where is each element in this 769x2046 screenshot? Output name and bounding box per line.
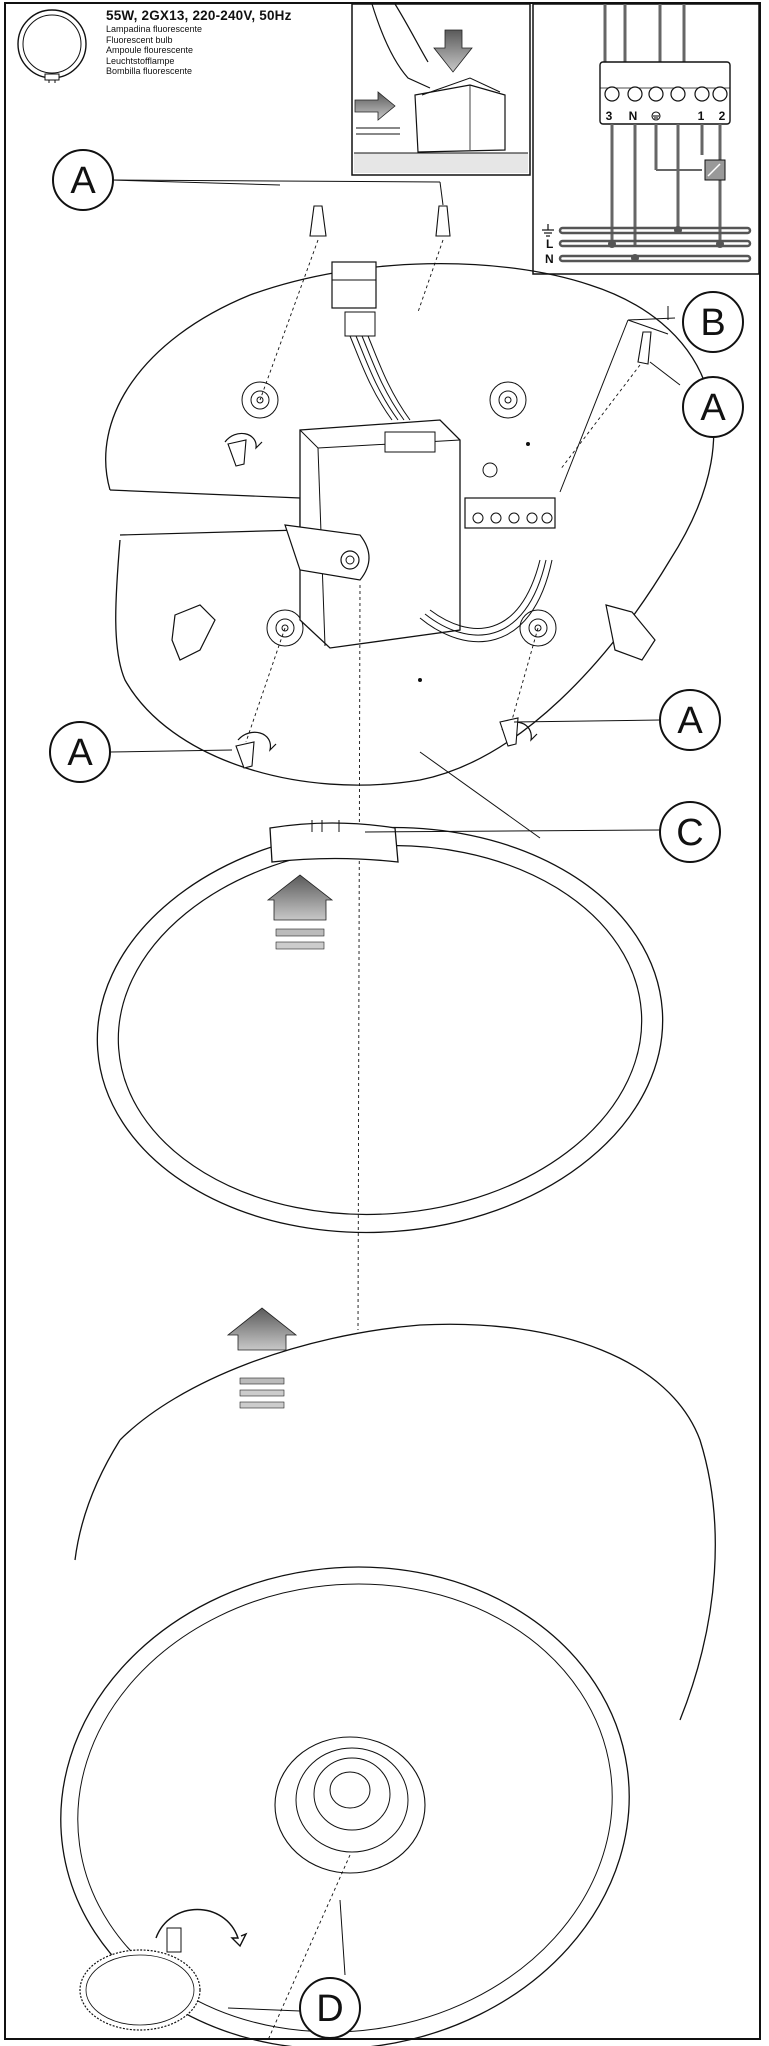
ground-symbol-icon bbox=[651, 111, 661, 121]
lamp-type-it: Lampadina fluorescente bbox=[106, 24, 203, 34]
callout-b: B bbox=[682, 291, 744, 353]
insert-down-arrow-icon bbox=[433, 29, 473, 73]
screw-hole bbox=[241, 381, 279, 419]
callout-a-top: A bbox=[52, 149, 114, 211]
lamp-spec-title: 55W, 2GX13, 220-240V, 50Hz bbox=[106, 8, 292, 23]
line-l-label: L bbox=[546, 237, 553, 251]
lamp-clip-right bbox=[605, 604, 656, 661]
screw-hole bbox=[266, 609, 304, 647]
knurled-cap bbox=[79, 1908, 248, 2031]
tube-connector bbox=[269, 822, 399, 863]
lamp-clip-left bbox=[171, 604, 216, 661]
circular-lamp-icon bbox=[17, 9, 87, 83]
callout-b-label: B bbox=[700, 302, 725, 344]
wall-anchor-left bbox=[309, 205, 327, 237]
leader-lines bbox=[109, 179, 681, 2012]
wiring-diagram-inset: 3 N 1 2 L N bbox=[532, 3, 760, 275]
fluorescent-ring-tube bbox=[96, 820, 664, 1234]
lamp-type-en: Fluorescent bulb bbox=[106, 34, 173, 45]
terminal-n-label: N bbox=[629, 109, 638, 123]
screw-hole bbox=[489, 381, 527, 419]
connector-inset bbox=[351, 3, 531, 176]
callout-a-right: A bbox=[682, 376, 744, 438]
terminal-3-label: 3 bbox=[606, 109, 613, 123]
screw bbox=[227, 439, 519, 769]
callout-a-right-label: A bbox=[700, 387, 726, 429]
earth-symbol-icon bbox=[542, 224, 554, 237]
callout-c: C bbox=[659, 801, 721, 863]
screw-hole bbox=[519, 609, 557, 647]
callout-a-left-low-label: A bbox=[67, 732, 93, 774]
terminal-block bbox=[599, 61, 731, 125]
callout-a-right-low-label: A bbox=[677, 700, 703, 742]
wall-anchor-right bbox=[435, 205, 451, 237]
upward-arrow-icon bbox=[226, 1307, 298, 1409]
callout-a-right-low: A bbox=[659, 689, 721, 751]
lamp-type-es: Bombilla fluorescente bbox=[106, 66, 193, 76]
lamp-spec: 55W, 2GX13, 220-240V, 50Hz Lampadina flu… bbox=[106, 8, 292, 77]
page-frame bbox=[4, 2, 761, 2040]
upward-arrow-icon bbox=[266, 874, 334, 950]
callout-a-left-low: A bbox=[49, 721, 111, 783]
terminal-2-label: 2 bbox=[719, 109, 726, 123]
insert-right-arrow-icon bbox=[354, 91, 396, 121]
lamp-type-de: Leuchtstofflampe bbox=[106, 55, 175, 66]
terminal-1-label: 1 bbox=[698, 109, 705, 123]
lamp-shade bbox=[60, 1323, 716, 2046]
callout-c-label: C bbox=[676, 812, 703, 854]
power-connector bbox=[331, 261, 377, 309]
callout-d: D bbox=[299, 1977, 361, 2039]
callout-a-top-label: A bbox=[70, 160, 96, 202]
mounting-plate bbox=[105, 261, 715, 786]
callout-d-label: D bbox=[316, 1988, 343, 2030]
alignment-guides bbox=[245, 239, 641, 2041]
ballast-box bbox=[299, 419, 461, 649]
wall-anchor-side bbox=[637, 331, 652, 365]
lamp-type-fr: Ampoule flourescente bbox=[106, 45, 194, 55]
line-n-label: N bbox=[545, 252, 554, 266]
